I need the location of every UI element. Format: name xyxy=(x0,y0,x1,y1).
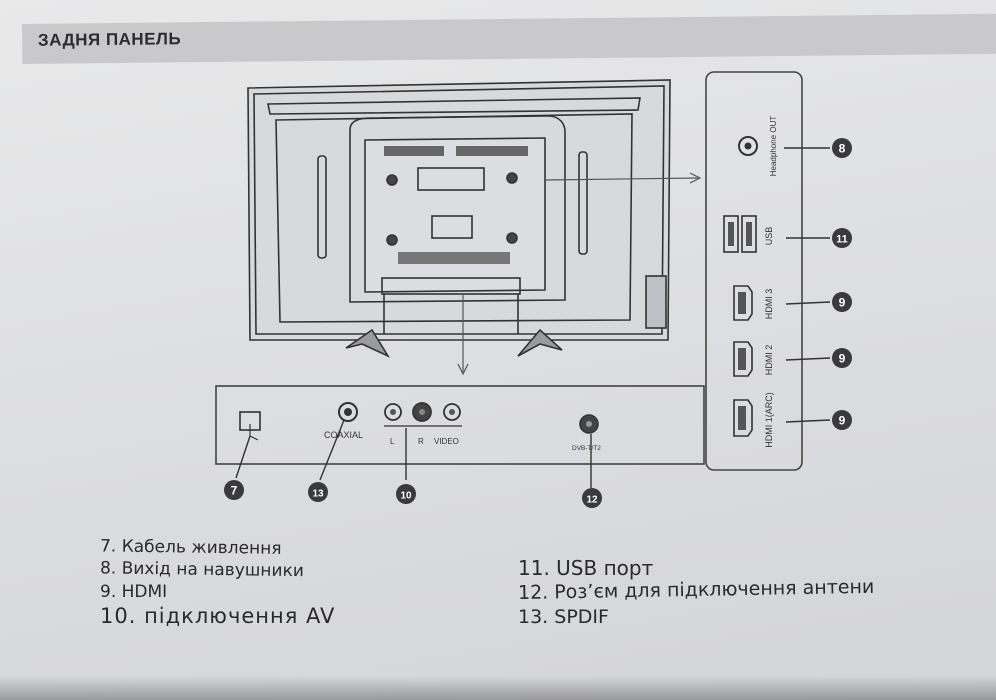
av-left-jack-icon xyxy=(384,403,402,421)
antenna-label: DVB-T/T2 xyxy=(572,445,601,452)
legend-item-11: 11. USB порт xyxy=(518,556,654,580)
legend-left: 7. Кабель живлення 8. Вихід на навушники… xyxy=(99,536,336,628)
legend-right: 11. USB порт 12. Роз’єм для підключення … xyxy=(517,556,875,628)
bottom-markers: 7 13 10 12 xyxy=(224,480,602,508)
marker-9-a: 9 xyxy=(839,296,846,310)
legend-item-8: 8. Вихід на навушники xyxy=(99,558,304,582)
bottom-callout-lines xyxy=(235,419,592,488)
av-l-label: L xyxy=(390,437,395,446)
marker-10: 10 xyxy=(400,491,412,502)
marker-11: 11 xyxy=(836,234,848,246)
hdmi2-label: HDMI 2 xyxy=(764,345,774,376)
coaxial-port-icon xyxy=(338,402,358,422)
side-markers: 8 11 9 9 9 xyxy=(832,138,852,430)
callout-arrows xyxy=(457,172,702,376)
hdmi3-label: HDMI 3 xyxy=(764,289,774,320)
side-connector-panel: Headphone OUT USB HDMI 3 HDMI 2 HDMI 1(A… xyxy=(705,71,803,471)
coaxial-label: COAXIAL xyxy=(324,430,363,440)
marker-8: 8 xyxy=(839,142,846,156)
hdmi1-label: HDMI 1(ARC) xyxy=(764,392,774,448)
legend-item-7: 7. Кабель живлення xyxy=(99,536,282,559)
av-video-jack-icon xyxy=(443,403,461,421)
marker-13: 13 xyxy=(312,489,324,500)
marker-9-b: 9 xyxy=(839,352,846,366)
side-callout-lines xyxy=(784,147,831,423)
headphone-label: Headphone OUT xyxy=(769,116,778,177)
legend-item-10: 10. підключення AV xyxy=(100,604,336,628)
bottom-connector-panel: COAXIAL L R VIDEO DVB-T/T2 xyxy=(215,385,705,465)
usb-port-icon xyxy=(723,215,757,253)
marker-9-c: 9 xyxy=(839,414,846,428)
legend-item-9: 9. HDMI xyxy=(100,582,168,602)
tv-back-illustration xyxy=(247,79,671,358)
headphone-jack-icon xyxy=(738,136,758,156)
page-edge-shadow xyxy=(0,676,996,700)
legend-item-12: 12. Роз’єм для підключення антени xyxy=(517,575,875,604)
hdmi-port-icon xyxy=(733,285,753,437)
marker-7: 7 xyxy=(231,484,238,498)
av-r-label: R xyxy=(418,437,424,446)
legend-item-13: 13. SPDIF xyxy=(518,606,609,628)
av-video-label: VIDEO xyxy=(434,437,459,446)
usb-label: USB xyxy=(764,227,774,246)
marker-12: 12 xyxy=(586,495,598,506)
